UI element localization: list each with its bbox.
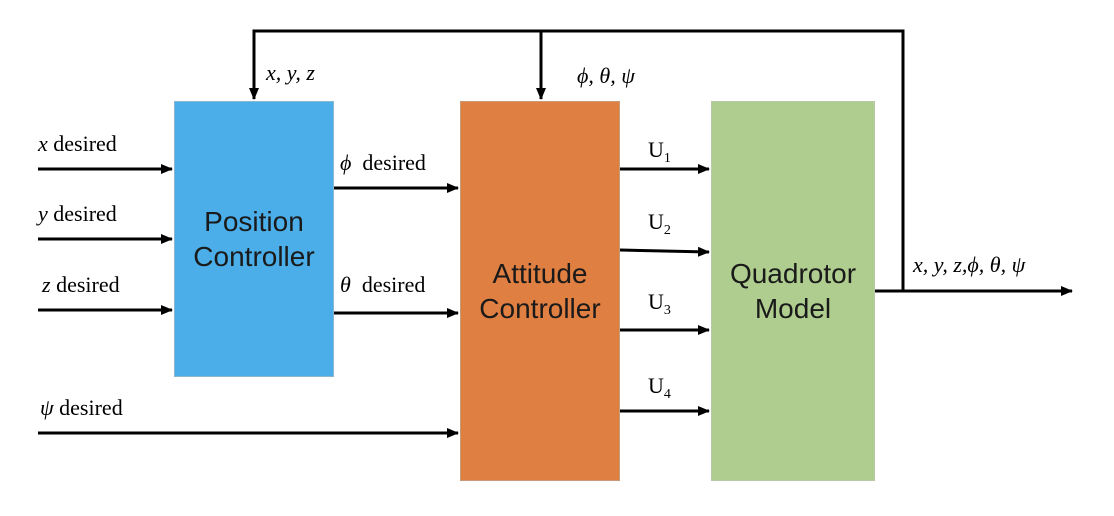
u1-label: U1 bbox=[648, 137, 671, 166]
position-controller-line1: Position bbox=[204, 206, 304, 237]
y-desired-label: y desired bbox=[38, 201, 117, 226]
attitude-controller-block: Attitude Controller bbox=[460, 101, 620, 481]
u2-label: U2 bbox=[648, 209, 671, 238]
feedback-line bbox=[249, 29, 905, 291]
quadrotor-model-line1: Quadrotor bbox=[729, 258, 857, 289]
psi-desired-label: ψ desired bbox=[40, 395, 123, 420]
theta-desired-label: θ desired bbox=[340, 272, 426, 297]
position-feedback-label: x, y, z bbox=[266, 60, 315, 85]
x-desired-label: x desired bbox=[38, 131, 117, 156]
output-label: x, y, z,ϕ, θ, ψ bbox=[913, 252, 1026, 277]
u4-label: U4 bbox=[648, 373, 671, 402]
position-controller-line2: Controller bbox=[193, 241, 315, 272]
quadrotor-model-block: Quadrotor Model bbox=[711, 101, 875, 481]
u2-arrow bbox=[619, 246, 710, 257]
quadrotor-model-line2: Model bbox=[754, 293, 832, 324]
position-controller-block: Position Controller bbox=[174, 101, 334, 377]
u3-label: U3 bbox=[648, 289, 671, 318]
phi-desired-label: ϕ desired bbox=[340, 150, 426, 175]
attitude-controller-line2: Controller bbox=[479, 293, 601, 324]
attitude-controller-line1: Attitude bbox=[492, 258, 588, 289]
attitude-feedback-label: ϕ, θ, ψ bbox=[577, 63, 635, 88]
z-desired-label: z desired bbox=[42, 272, 120, 297]
